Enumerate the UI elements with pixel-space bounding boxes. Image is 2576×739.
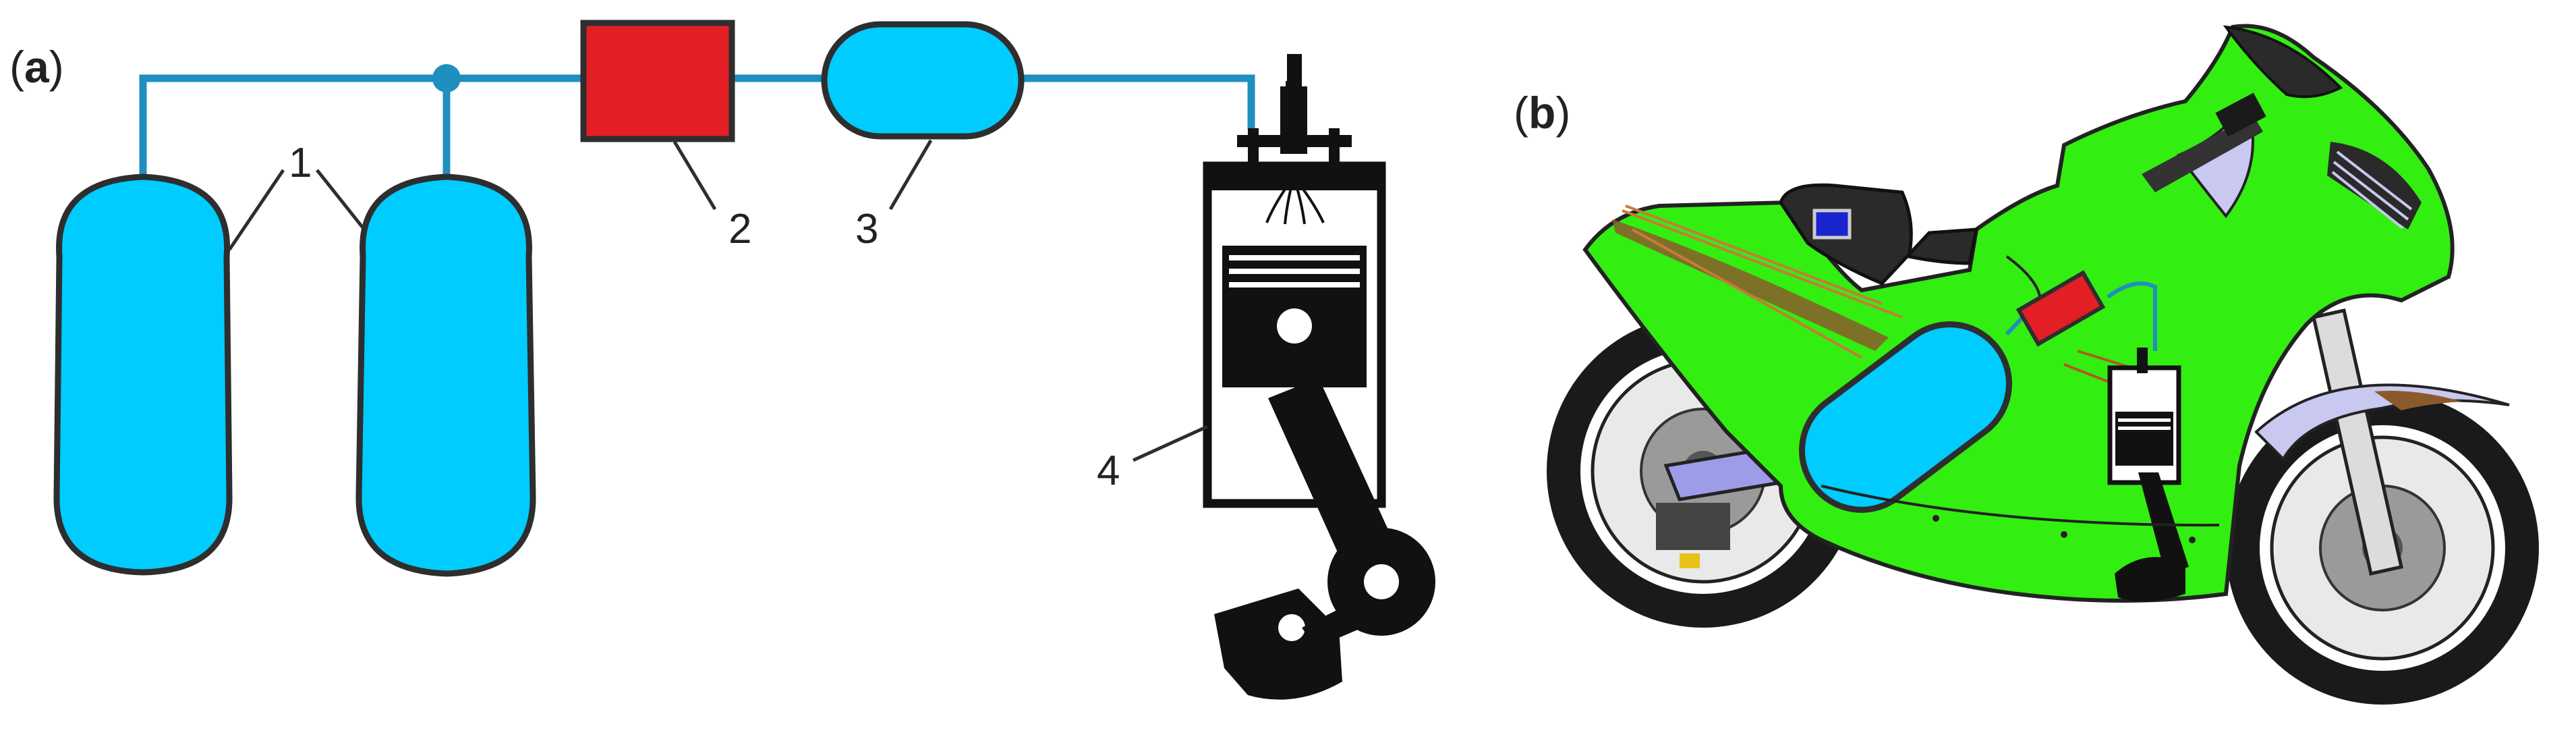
windscreen <box>2223 25 2343 99</box>
front-fender <box>2254 383 2510 462</box>
tail-streak <box>1612 219 1889 351</box>
panel-b-label: (b) <box>1514 88 1570 138</box>
callout-4: 4 <box>1097 447 1120 494</box>
sprocket <box>1656 503 1730 550</box>
gas-cylinder-icon <box>53 173 233 576</box>
panel-a-label: (a) <box>9 42 64 92</box>
pressure-reducer-icon <box>580 20 735 142</box>
pipe-junction <box>432 64 461 92</box>
buffer-tank-icon <box>821 21 1025 140</box>
callout-2: 2 <box>728 206 751 252</box>
piston-engine-icon <box>2107 348 2189 602</box>
dash-screen <box>1812 209 1852 240</box>
motorcycle-icon <box>1547 24 2539 705</box>
callout-1: 1 <box>289 140 312 186</box>
front-fork <box>2312 308 2403 576</box>
panel-b: (b) <box>1514 24 2539 705</box>
callouts: 1 2 3 4 <box>227 139 1209 494</box>
gas-pipeline <box>139 64 1255 185</box>
piston-engine-icon <box>1203 54 1435 700</box>
gas-cylinder-icon <box>355 173 536 577</box>
pressure-reducer-icon <box>2015 270 2106 347</box>
callout-3: 3 <box>855 206 878 252</box>
panel-a: (a) <box>9 20 1435 700</box>
buffer-tank-icon <box>1799 321 2012 513</box>
